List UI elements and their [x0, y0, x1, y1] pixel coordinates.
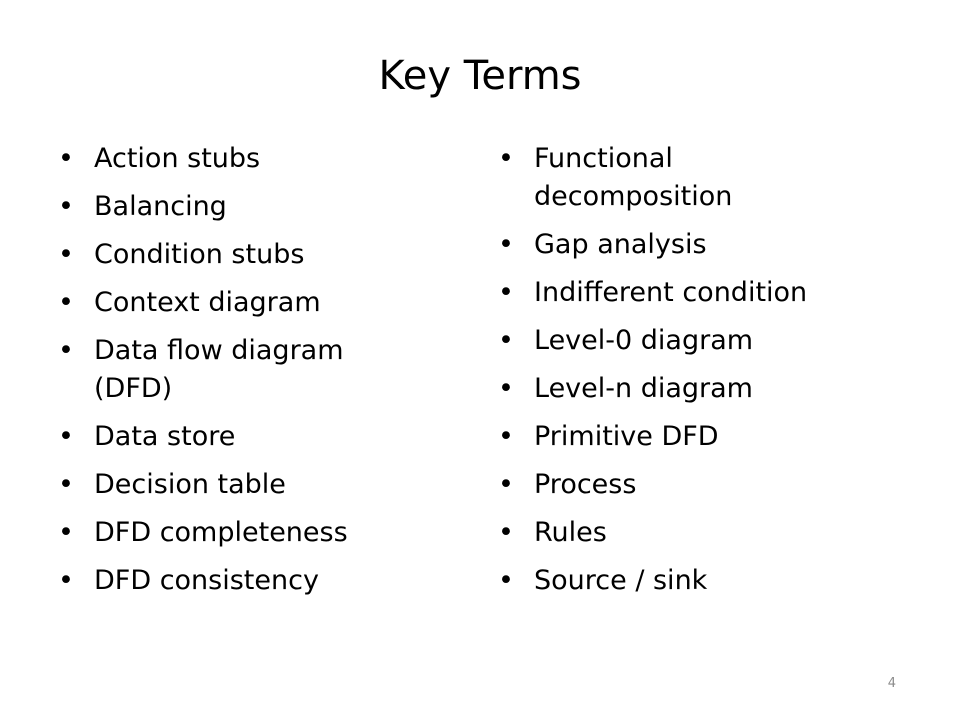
- term-label: Context diagram: [94, 287, 321, 318]
- bullet-icon: •: [498, 517, 514, 548]
- term-item: • Functional decomposition: [498, 140, 794, 216]
- bullet-icon: •: [58, 191, 74, 222]
- term-label: Action stubs: [94, 143, 261, 174]
- bullet-icon: •: [498, 325, 514, 356]
- term-label: DFD consistency: [94, 565, 319, 596]
- term-item: • DFD consistency: [58, 562, 458, 600]
- bullet-icon: •: [498, 229, 514, 260]
- term-label: Level-n diagram: [534, 373, 753, 404]
- term-label: Functional decomposition: [534, 143, 733, 212]
- bullet-icon: •: [58, 287, 74, 318]
- bullet-icon: •: [58, 469, 74, 500]
- term-label: DFD completeness: [94, 517, 348, 548]
- term-label: Balancing: [94, 191, 227, 222]
- bullet-icon: •: [498, 143, 514, 174]
- term-label: Data store: [94, 421, 236, 452]
- bullet-icon: •: [498, 373, 514, 404]
- term-label: Condition stubs: [94, 239, 305, 270]
- term-label: Indifferent condition: [534, 277, 808, 308]
- term-item: • Level-n diagram: [498, 370, 898, 408]
- term-item: • Primitive DFD: [498, 418, 898, 456]
- term-item: • Data store: [58, 418, 458, 456]
- term-item: • Gap analysis: [498, 226, 898, 264]
- term-item: • Indifferent condition: [498, 274, 898, 312]
- page-number: 4: [887, 676, 896, 691]
- term-item: • Data flow diagram (DFD): [58, 332, 384, 408]
- term-item: • Condition stubs: [58, 236, 458, 274]
- term-label: Process: [534, 469, 637, 500]
- bullet-icon: •: [58, 239, 74, 270]
- bullet-icon: •: [498, 469, 514, 500]
- term-label: Level-0 diagram: [534, 325, 754, 356]
- term-item: • Level-0 diagram: [498, 322, 898, 360]
- slide-title: Key Terms: [378, 53, 582, 99]
- term-item: • Rules: [498, 514, 898, 552]
- term-label: Primitive DFD: [534, 421, 719, 452]
- bullet-icon: •: [58, 565, 74, 596]
- term-label: Rules: [534, 517, 607, 548]
- term-label: Gap analysis: [534, 229, 707, 260]
- term-item: • DFD completeness: [58, 514, 458, 552]
- bullet-icon: •: [58, 421, 74, 452]
- term-label: Source / sink: [534, 565, 708, 596]
- term-item: • Source / sink: [498, 562, 898, 600]
- bullet-icon: •: [58, 335, 74, 366]
- term-label: Decision table: [94, 469, 286, 500]
- right-term-list: •Functional decomposition •Gap analysis …: [498, 140, 898, 610]
- term-item: • Decision table: [58, 466, 458, 504]
- bullet-icon: •: [498, 277, 514, 308]
- term-item: • Context diagram: [58, 284, 458, 322]
- bullet-icon: •: [58, 143, 74, 174]
- term-item: • Balancing: [58, 188, 458, 226]
- term-label: Data flow diagram (DFD): [94, 335, 344, 404]
- term-item: • Process: [498, 466, 898, 504]
- bullet-icon: •: [58, 517, 74, 548]
- term-item: • Action stubs: [58, 140, 458, 178]
- left-term-list: • Action stubs • Balancing • Condition stub…: [58, 140, 458, 610]
- bullet-icon: •: [498, 565, 514, 596]
- bullet-icon: •: [498, 421, 514, 452]
